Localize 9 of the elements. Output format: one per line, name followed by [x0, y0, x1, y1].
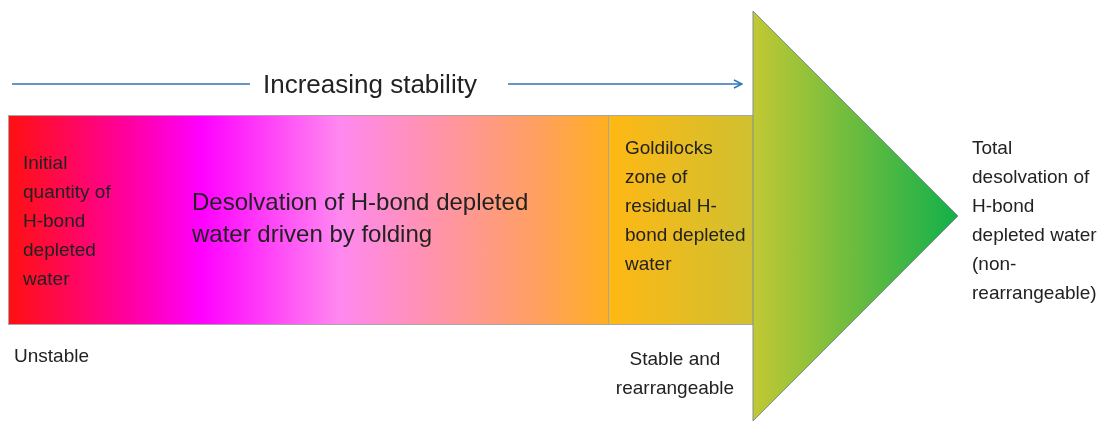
stage-caption: Total desolvation of H-bond depleted water (non-rearrangeable)	[972, 136, 1098, 305]
band-label: Goldilocks zone of residual H-bond depleted water	[625, 136, 747, 276]
band-description: Desolvation of H-bond depleted water driven by folding	[192, 187, 530, 249]
band-label: Initial quantity of H-bond depleted water	[23, 151, 112, 291]
stage-caption: Unstable	[14, 344, 89, 368]
process-band	[8, 115, 611, 325]
arrowhead-shape	[752, 10, 960, 422]
stage-caption: Stable and rearrangeable	[614, 347, 736, 400]
process-band	[608, 115, 755, 325]
